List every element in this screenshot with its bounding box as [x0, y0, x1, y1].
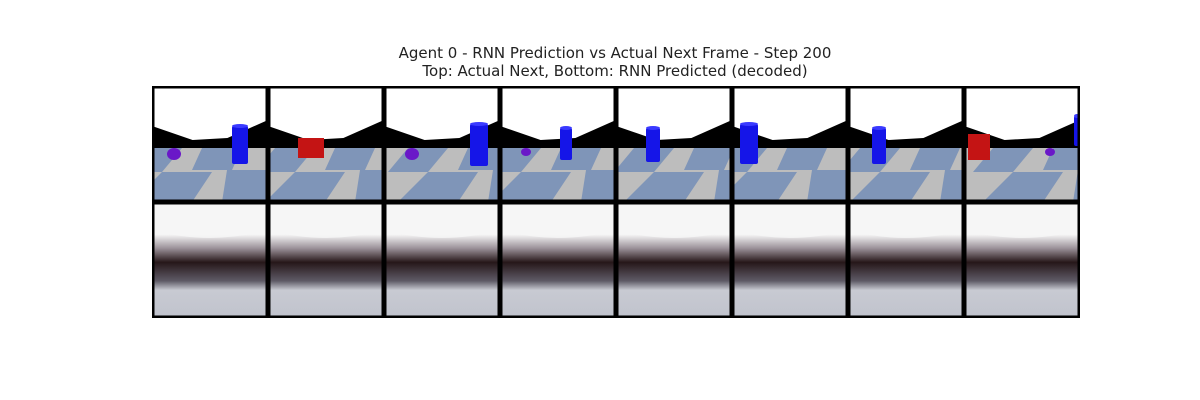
- rnn-predicted-frame-4: [500, 202, 616, 318]
- actual-next-frame-5: [616, 86, 732, 202]
- frame-border: [848, 202, 964, 318]
- decoded-sky-blob: [500, 202, 616, 238]
- purple-ball: [1045, 148, 1055, 156]
- frame-grid: [150, 84, 1080, 320]
- checker-floor: [848, 148, 964, 202]
- red-box: [968, 134, 990, 160]
- frame-border: [848, 86, 964, 202]
- decoded-sky-blob: [384, 202, 500, 238]
- frame-border: [268, 202, 384, 318]
- blue-cylinder: [470, 122, 488, 166]
- checker-floor: [152, 148, 268, 202]
- rnn-predicted-frame-1: [152, 202, 268, 318]
- rnn-predicted-frame-6: [732, 202, 848, 318]
- actual-next-frame-8: [964, 86, 1080, 202]
- blue-cylinder: [646, 126, 660, 162]
- decoded-sky-blob: [732, 202, 848, 238]
- wall-region: [732, 120, 848, 148]
- blue-cylinder: [740, 122, 758, 164]
- rnn-predicted-frame-5: [616, 202, 732, 318]
- wall-region: [616, 120, 732, 148]
- actual-next-frame-2: [268, 86, 384, 202]
- red-box: [298, 138, 324, 158]
- actual-next-frame-4: [500, 86, 616, 202]
- frame-border: [732, 86, 848, 202]
- blue-cylinder: [232, 124, 248, 164]
- frame-border: [964, 86, 1080, 202]
- purple-ball: [521, 148, 531, 156]
- actual-next-frame-6: [732, 86, 848, 202]
- frame-border: [616, 202, 732, 318]
- wall-region: [500, 120, 616, 148]
- decoded-sky-blob: [152, 202, 268, 238]
- frame-border: [268, 86, 384, 202]
- frame-border: [500, 86, 616, 202]
- decoded-sky-blob: [268, 202, 384, 238]
- rnn-predicted-frame-2: [268, 202, 384, 318]
- rnn-predicted-frame-8: [964, 202, 1080, 318]
- decoded-sky-blob: [964, 202, 1080, 238]
- actual-next-frame-1: [152, 86, 268, 202]
- decoded-sky-blob: [616, 202, 732, 238]
- purple-ball: [405, 148, 419, 160]
- wall-region: [964, 120, 1080, 148]
- title-line-2: Top: Actual Next, Bottom: RNN Predicted …: [422, 62, 808, 80]
- checker-floor: [268, 148, 384, 202]
- frame-border: [500, 202, 616, 318]
- frame-border: [384, 202, 500, 318]
- figure-title: Agent 0 - RNN Prediction vs Actual Next …: [0, 44, 1200, 80]
- rnn-predicted-frame-3: [384, 202, 500, 318]
- title-line-1: Agent 0 - RNN Prediction vs Actual Next …: [398, 44, 832, 62]
- frame-border: [152, 86, 268, 202]
- checker-floor: [616, 148, 732, 202]
- frame-border: [384, 86, 500, 202]
- actual-next-frame-7: [848, 86, 964, 202]
- frame-border: [616, 86, 732, 202]
- frame-border: [152, 202, 268, 318]
- wall-region: [268, 120, 384, 148]
- checker-floor: [500, 148, 616, 202]
- frame-border: [964, 202, 1080, 318]
- rnn-predicted-frame-7: [848, 202, 964, 318]
- blue-cylinder: [560, 126, 572, 160]
- blue-cylinder: [872, 126, 886, 164]
- decoded-sky-blob: [848, 202, 964, 238]
- purple-ball: [167, 148, 181, 160]
- frame-border: [732, 202, 848, 318]
- actual-next-frame-3: [384, 86, 500, 202]
